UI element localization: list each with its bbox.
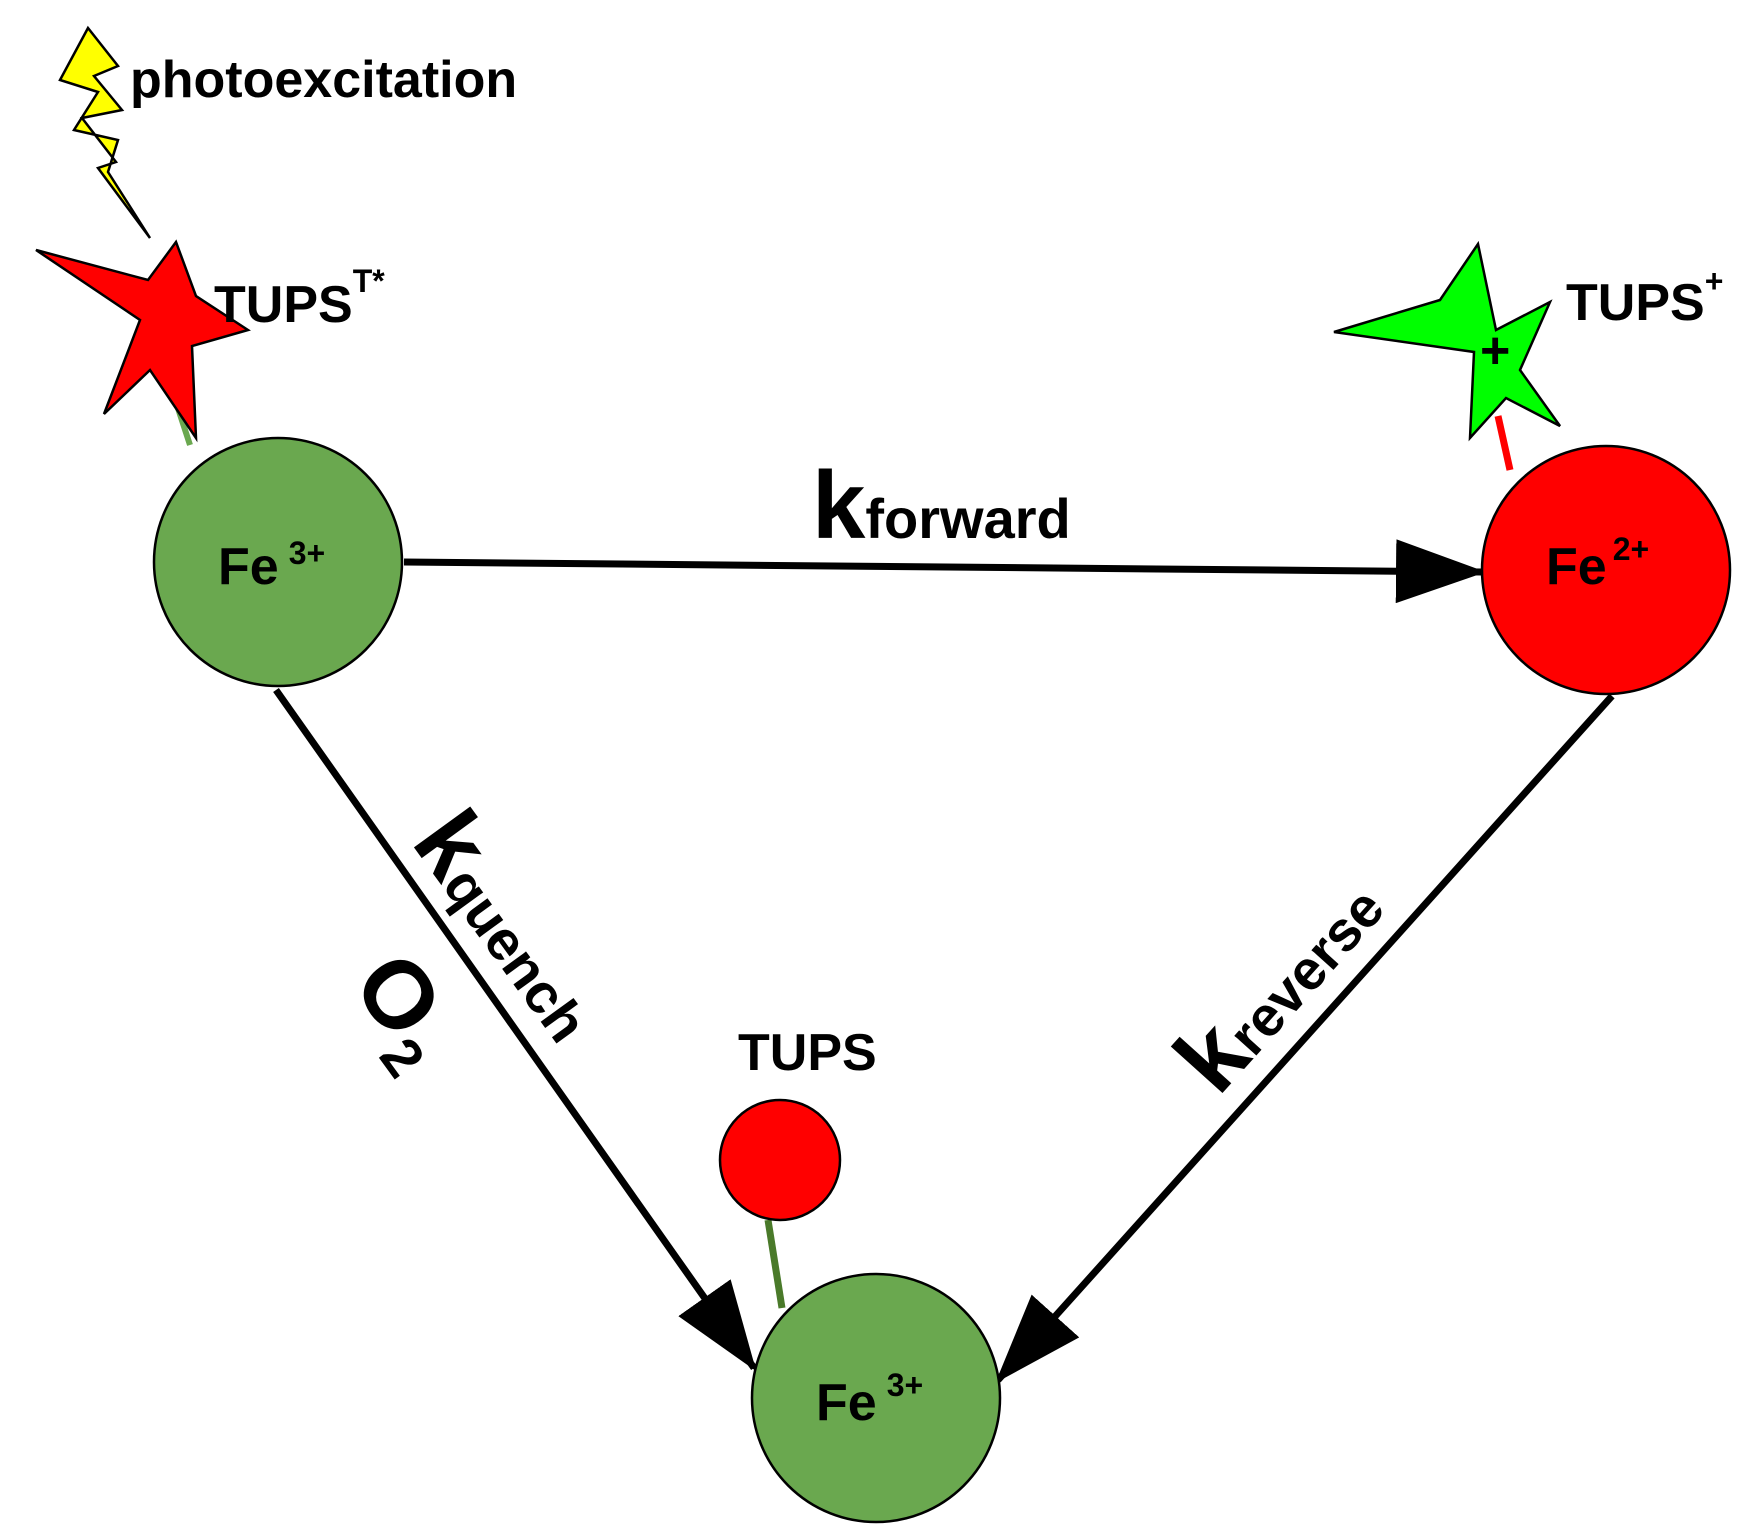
- arrow-quench: [273, 687, 757, 1372]
- fe3-bottom-circle: [750, 1272, 1002, 1524]
- linker-cation: [1494, 415, 1514, 471]
- photoexcitation-label: photoexcitation: [130, 51, 517, 109]
- excited-tups-star-icon: [35, 239, 251, 443]
- tups-cation-label: TUPS+: [1566, 263, 1723, 332]
- k-forward-label: kforward: [812, 452, 1071, 559]
- fe2-top-right-circle: [1480, 444, 1732, 696]
- tups-excited-label: TUPST*: [214, 263, 385, 334]
- tups-ground-circle: [718, 1098, 842, 1222]
- arrow-forward: [403, 539, 1486, 604]
- o2-label: O2: [324, 933, 482, 1088]
- arrow-reverse: [995, 693, 1615, 1383]
- cation-charge: +: [1480, 322, 1510, 380]
- fe3-top-left-circle: [152, 436, 404, 688]
- lightning-bolt-icon: [58, 25, 152, 239]
- cation-tups-star-icon: [1333, 240, 1562, 442]
- linker-ground: [764, 1219, 786, 1309]
- k-reverse-label: kreverse: [1154, 853, 1403, 1112]
- tups-ground-label: TUPS: [738, 1024, 877, 1082]
